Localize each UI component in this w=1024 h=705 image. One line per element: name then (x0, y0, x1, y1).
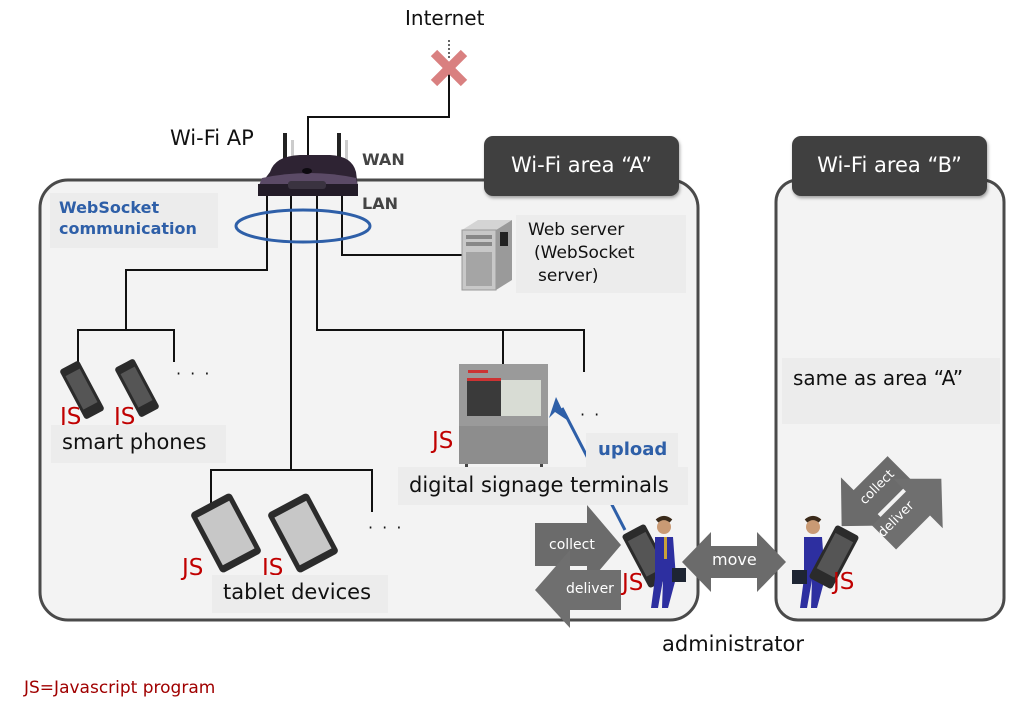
signage-js-tag: JS (432, 428, 454, 454)
admin-js-tag-b: JS (833, 569, 855, 595)
area-b-title: Wi-Fi area “B” (792, 136, 987, 196)
websocket-label-line1: WebSocket (59, 198, 160, 217)
upload-label: upload (598, 439, 668, 460)
upload-label-box: upload (586, 433, 678, 467)
collect-label-a: collect (549, 537, 595, 553)
phone-js-tag: JS (60, 404, 82, 430)
smartphone-icon (60, 361, 104, 419)
websocket-label-line2: communication (59, 219, 197, 238)
websocket-ellipse (234, 208, 372, 244)
tablet-js-tag: JS (182, 555, 204, 581)
upload-arrowhead (549, 397, 567, 420)
collect-arrow-a (535, 505, 621, 585)
disconnected-x-icon (430, 49, 468, 87)
lan-line-signage (316, 195, 504, 364)
area-a-title: Wi-Fi area “A” (484, 136, 679, 196)
area-b-note: same as area “A” (793, 366, 964, 390)
web-server-label-box: Web server (WebSocket server) (516, 215, 686, 293)
tablets-label: tablet devices (223, 580, 372, 604)
tablets-label-box: tablet devices (212, 575, 388, 613)
move-label: move (712, 550, 757, 569)
tablets-ellipsis: · · · (368, 518, 404, 537)
area-b-arrows (840, 456, 943, 550)
lan-label: LAN (362, 194, 398, 213)
legend-text: JS=Javascript program (24, 678, 216, 698)
websocket-label-box: WebSocket communication (50, 193, 218, 248)
digital-signage-icon (459, 364, 548, 470)
administrator-figure-icon (651, 516, 686, 608)
wifi-router-icon (258, 133, 358, 196)
web-server-line1: Web server (528, 220, 625, 240)
wan-line (307, 68, 450, 160)
phones-ellipsis: · · · (176, 364, 212, 383)
area-b-note-box: same as area “A” (782, 358, 1000, 424)
wifi-ap-label: Wi-Fi AP (170, 126, 254, 150)
lan-line-server (341, 195, 462, 256)
web-server-line3: server) (538, 266, 599, 286)
smart-phones-label-box: smart phones (51, 425, 226, 463)
tablet-icon (268, 493, 338, 573)
internet-label: Internet (405, 6, 485, 30)
deliver-arrow-a (535, 550, 621, 628)
smartphone-icon (115, 359, 159, 417)
lan-line-tablets-branch (210, 469, 373, 512)
lan-line-phones-branch (77, 329, 175, 362)
phone-js-tag: JS (114, 404, 136, 430)
web-server-icon (461, 220, 512, 291)
signage-ellipsis: · · (580, 405, 602, 424)
move-arrow (682, 532, 786, 592)
collect-arrow-b (840, 456, 912, 527)
admin-b-phone-icon (809, 525, 859, 589)
smart-phones-label: smart phones (62, 430, 207, 454)
deliver-arrow-b (872, 478, 943, 550)
lan-line-phones (125, 195, 268, 330)
tablet-js-tag: JS (262, 555, 284, 581)
admin-js-tag-a: JS (622, 570, 644, 596)
wan-label: WAN (362, 150, 405, 169)
lan-line-signage-branch (503, 329, 585, 372)
signage-label: digital signage terminals (409, 473, 669, 497)
administrator-label: administrator (662, 632, 805, 656)
tablet-icon (191, 493, 261, 573)
signage-label-box: digital signage terminals (398, 467, 688, 505)
deliver-label-a: deliver (566, 581, 614, 597)
web-server-line2: (WebSocket (534, 243, 635, 263)
